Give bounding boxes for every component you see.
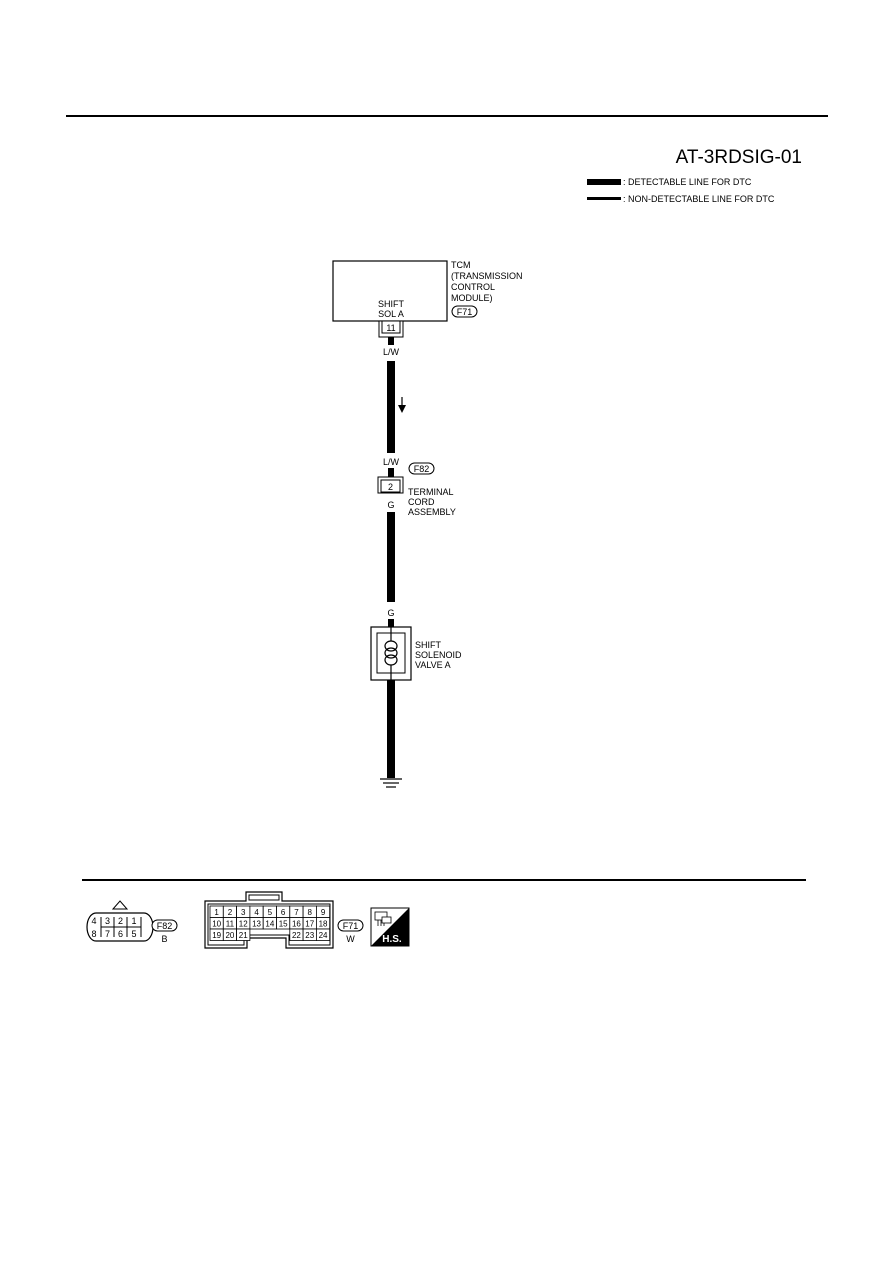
terminal-cord-label-2: CORD bbox=[408, 497, 435, 507]
legend-non-detectable-label: : NON-DETECTABLE LINE FOR DTC bbox=[623, 194, 775, 204]
wire-f82-to-solenoid bbox=[387, 512, 395, 602]
wire-tcm-to-f82-stub bbox=[388, 337, 394, 345]
f82-cavity-5: 5 bbox=[131, 929, 136, 939]
f71-cavity-label-12: 12 bbox=[239, 920, 248, 929]
tcm-label-line-2: (TRANSMISSION bbox=[451, 271, 523, 281]
tcm-pin-number: 11 bbox=[386, 323, 395, 333]
terminal-cord-label-3: ASSEMBLY bbox=[408, 507, 456, 517]
solenoid-label-1: SHIFT bbox=[415, 640, 442, 650]
f82-locator-triangle bbox=[111, 900, 129, 910]
f82-cavity-7: 7 bbox=[105, 929, 110, 939]
f71-cavity-label-13: 13 bbox=[252, 920, 261, 929]
legend: : DETECTABLE LINE FOR DTC : NON-DETECTAB… bbox=[587, 177, 775, 204]
tcm-terminal-label-1: SHIFT bbox=[378, 299, 405, 309]
f71-face-id: F71 bbox=[343, 921, 359, 931]
harness-connector-icon bbox=[374, 911, 392, 926]
f82-connector-id: F82 bbox=[414, 464, 430, 474]
terminal-cord-assembly: 2 F82 TERMINAL CORD ASSEMBLY bbox=[377, 462, 456, 517]
f71-cavity-label-15: 15 bbox=[279, 920, 288, 929]
shift-solenoid-valve: SHIFT SOLENOID VALVE A bbox=[370, 626, 462, 681]
legend-detectable-label: : DETECTABLE LINE FOR DTC bbox=[623, 177, 752, 187]
solenoid-label-3: VALVE A bbox=[415, 660, 451, 670]
hs-badge-fill bbox=[371, 908, 409, 946]
f82-cavity-6: 6 bbox=[118, 929, 123, 939]
f71-face-color: W bbox=[346, 934, 355, 944]
f82-connector-face: 4 3 2 1 8 7 6 5 F82 B bbox=[86, 900, 178, 944]
tcm-terminal-label-2: SOL A bbox=[378, 309, 404, 319]
tcm-connector-id: F71 bbox=[457, 307, 473, 317]
f82-face-color: B bbox=[161, 934, 167, 944]
wire-color-code-bottom-2: G bbox=[387, 608, 394, 618]
wire-color-code-bottom-1: L/W bbox=[383, 457, 400, 467]
f71-cavity-label-14: 14 bbox=[265, 920, 274, 929]
f82-cavity-1: 1 bbox=[131, 916, 136, 926]
f71-cavity-label-6: 6 bbox=[281, 908, 286, 917]
f82-cavity-2: 2 bbox=[118, 916, 123, 926]
wire-solenoid-to-ground bbox=[387, 680, 395, 778]
f71-cavity-21 bbox=[236, 928, 251, 941]
tcm-module: TCM (TRANSMISSION CONTROL MODULE) SHIFT … bbox=[332, 260, 523, 338]
f71-cavity-label-21: 21 bbox=[239, 931, 248, 940]
f71-cavity-label-9: 9 bbox=[321, 908, 326, 917]
f82-face-id: F82 bbox=[157, 921, 173, 931]
signal-direction-arrow bbox=[398, 397, 406, 413]
f82-face-tag bbox=[151, 919, 178, 932]
harness-side-badge: H.S. bbox=[370, 907, 410, 947]
f82-cavity-4: 4 bbox=[91, 916, 96, 926]
f71-cavity-label-4: 4 bbox=[254, 908, 259, 917]
f82-cavity-8: 8 bbox=[91, 929, 96, 939]
wire-tcm-to-f82 bbox=[387, 361, 395, 453]
wire-color-code-top-2: G bbox=[387, 500, 394, 510]
legend-non-detectable-swatch bbox=[587, 197, 621, 200]
wire-color-code-top-1: L/W bbox=[383, 347, 400, 357]
f71-cavity-label-20: 20 bbox=[225, 931, 234, 940]
f71-cavity-label-5: 5 bbox=[268, 908, 273, 917]
f71-cavity-label-2: 2 bbox=[228, 908, 233, 917]
f71-face-tag bbox=[337, 919, 364, 932]
f82-pin-number: 2 bbox=[388, 482, 393, 492]
legend-detectable-swatch bbox=[587, 179, 621, 185]
f71-cavity-label-10: 10 bbox=[212, 920, 221, 929]
tcm-label-line-1: TCM bbox=[451, 260, 471, 270]
f71-cavity-label-7: 7 bbox=[294, 908, 299, 917]
f71-cavity-label-16: 16 bbox=[292, 920, 301, 929]
terminal-cord-label-1: TERMINAL bbox=[408, 487, 454, 497]
f82-cavity-3: 3 bbox=[105, 916, 110, 926]
ground-icon bbox=[380, 778, 402, 788]
wire-f82-top-stub bbox=[388, 468, 394, 477]
f82-connector-tag bbox=[408, 462, 435, 475]
f71-cavity-label-3: 3 bbox=[241, 908, 246, 917]
f71-cavity-label-11: 11 bbox=[226, 920, 235, 929]
tcm-pin-box bbox=[381, 320, 401, 334]
hs-badge-text: H.S. bbox=[382, 934, 402, 945]
f71-cavity-label-1: 1 bbox=[214, 908, 219, 917]
f71-cavity-label-22: 22 bbox=[292, 931, 301, 940]
f71-cavity-label-8: 8 bbox=[308, 908, 313, 917]
f71-cavity-label-18: 18 bbox=[319, 920, 328, 929]
f82-pin-box bbox=[380, 479, 401, 493]
f71-cavity-24 bbox=[315, 928, 331, 941]
wire-solenoid-top-stub bbox=[388, 619, 394, 627]
f71-cavity-label-24: 24 bbox=[319, 931, 328, 940]
tcm-label-line-3: CONTROL bbox=[451, 282, 495, 292]
tcm-label-line-4: MODULE) bbox=[451, 293, 493, 303]
f71-cavity-label-23: 23 bbox=[305, 931, 314, 940]
solenoid-label-2: SOLENOID bbox=[415, 650, 462, 660]
f71-cavity-label-19: 19 bbox=[212, 931, 221, 940]
diagram-id: AT-3RDSIG-01 bbox=[676, 147, 802, 168]
tcm-connector-tag bbox=[451, 305, 478, 318]
f71-cavity-label-17: 17 bbox=[305, 920, 314, 929]
